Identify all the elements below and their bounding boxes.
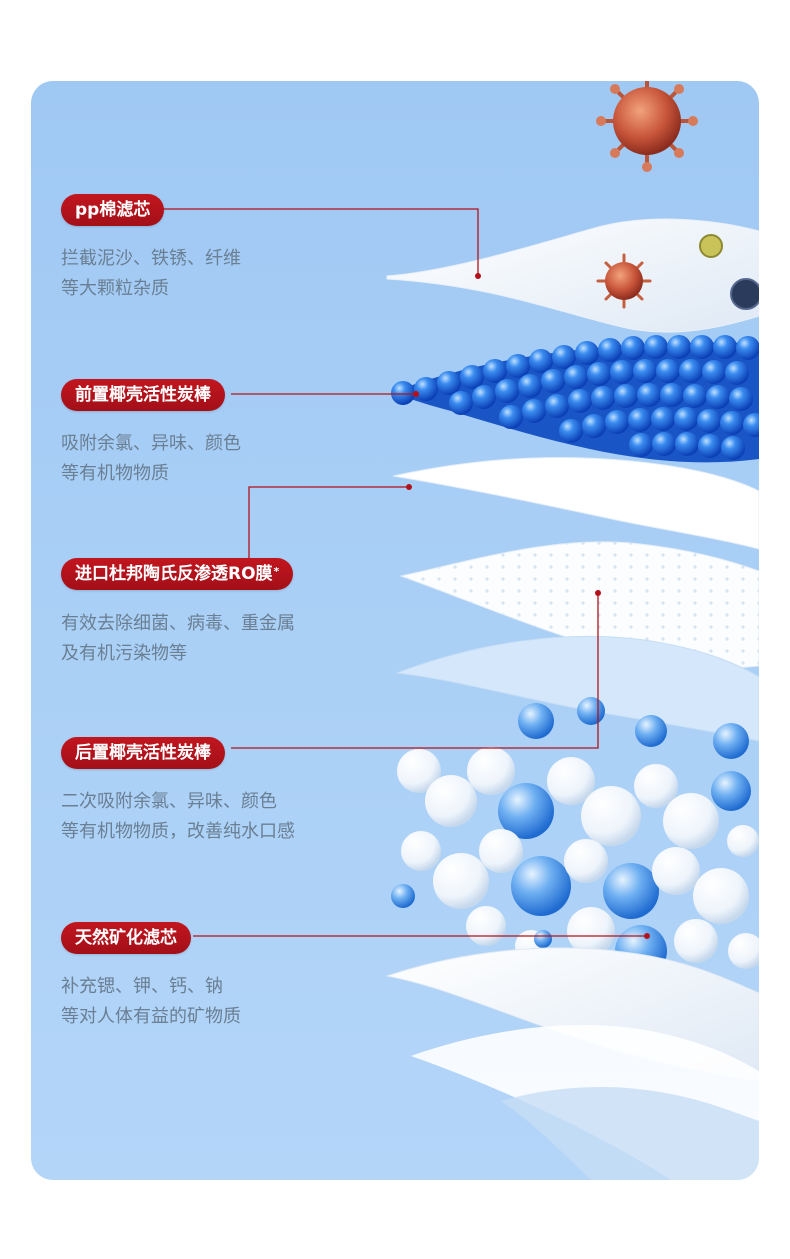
footnote-mark: * (273, 565, 280, 578)
layer-tag-label: 天然矿化滤芯 (75, 928, 177, 948)
desc-line: 等对人体有益的矿物质 (61, 1006, 241, 1027)
leader-line-4 (231, 593, 599, 749)
virus-icon (596, 81, 698, 172)
layer-tag-mineral: 天然矿化滤芯 (61, 922, 191, 954)
layer-desc-pp-cotton: 拦截泥沙、铁锈、纤维 等大颗粒杂质 (61, 244, 241, 304)
layer-tag-label: 进口杜邦陶氏反渗透RO膜 (75, 564, 273, 584)
desc-line: 补充锶、钾、钙、钠 (61, 976, 223, 997)
virus-icon (596, 253, 652, 309)
desc-line: 有效去除细菌、病毒、重金属 (61, 613, 295, 634)
desc-line: 吸附余氯、异味、颜色 (61, 433, 241, 454)
layer-tag-label: 后置椰壳活性炭棒 (75, 743, 211, 763)
layer-desc-pre-carbon: 吸附余氯、异味、颜色 等有机物物质 (61, 429, 241, 489)
layer-desc-mineral: 补充锶、钾、钙、钠 等对人体有益的矿物质 (61, 972, 241, 1032)
layer-desc-ro-membrane: 有效去除细菌、病毒、重金属 及有机污染物等 (61, 609, 295, 669)
desc-line: 拦截泥沙、铁锈、纤维 (61, 248, 241, 269)
desc-line: 等有机物物质，改善纯水口感 (61, 821, 295, 842)
layer-desc-post-carbon: 二次吸附余氯、异味、颜色 等有机物物质，改善纯水口感 (61, 787, 295, 847)
particle-icon (699, 234, 723, 258)
carbon-beads-layer (391, 335, 759, 463)
desc-line: 等大颗粒杂质 (61, 278, 169, 299)
layer-tag-post-carbon: 后置椰壳活性炭棒 (61, 737, 225, 769)
particle-icon (730, 278, 759, 310)
leader-line-3 (248, 486, 409, 559)
desc-line: 及有机污染物等 (61, 643, 187, 664)
filter-layers-card: pp棉滤芯 拦截泥沙、铁锈、纤维 等大颗粒杂质 前置椰壳活性炭棒 吸附余氯、异味… (31, 81, 759, 1180)
layer-tag-label: pp棉滤芯 (75, 200, 151, 220)
layer-tag-ro-membrane: 进口杜邦陶氏反渗透RO膜* (61, 558, 294, 590)
leader-lines (161, 208, 650, 939)
layer-tag-pre-carbon: 前置椰壳活性炭棒 (61, 379, 225, 411)
filter-layers-illustration (385, 81, 759, 1180)
layer-tag-pp-cotton: pp棉滤芯 (61, 194, 165, 226)
desc-line: 等有机物物质 (61, 463, 169, 484)
desc-line: 二次吸附余氯、异味、颜色 (61, 791, 277, 812)
layer-tag-label: 前置椰壳活性炭棒 (75, 385, 211, 405)
leader-line-1 (161, 208, 479, 276)
